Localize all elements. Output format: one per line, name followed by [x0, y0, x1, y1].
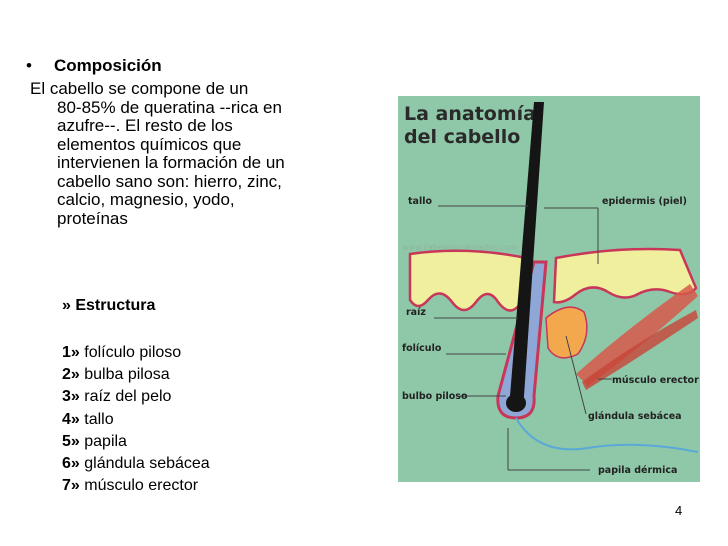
- hair-anatomy-diagram: La anatomía del cabello www.cabellosypei…: [398, 96, 700, 482]
- list-item: 2» bulba pilosa: [62, 364, 210, 386]
- label-bulbo: bulbo piloso: [402, 391, 468, 402]
- figure-title-line1: La anatomía: [404, 103, 536, 125]
- composition-title: Composición: [54, 56, 162, 75]
- structure-title: » Estructura: [62, 297, 156, 314]
- composition-line: proteínas: [57, 208, 128, 228]
- item-number: 2»: [62, 366, 80, 384]
- list-item: 3» raíz del pelo: [62, 386, 210, 408]
- leader-glandula: [565, 335, 587, 415]
- composition-line: calcio, magnesio, yodo,: [57, 190, 235, 209]
- item-label: glándula sebácea: [84, 455, 210, 473]
- list-item: 7» músculo erector: [62, 475, 210, 497]
- item-label: folículo piloso: [84, 344, 182, 361]
- item-number: 7»: [62, 477, 80, 495]
- composition-line: intervienen la formación de un: [57, 153, 285, 172]
- list-item: 1» folículo piloso: [62, 342, 210, 364]
- item-number: 3»: [62, 388, 80, 406]
- label-raiz: raíz: [406, 307, 426, 318]
- list-item: 4» tallo: [62, 409, 210, 431]
- figure-watermark: www.cabellosypeinados.com: [402, 243, 517, 252]
- label-papila: papila dérmica: [598, 465, 677, 476]
- figure-title-line2: del cabello: [404, 126, 520, 148]
- composition-line: azufre--. El resto de los: [57, 116, 233, 135]
- page-number: 4: [675, 503, 683, 518]
- composition-paragraph: El cabello se compone de un 80-85% de qu…: [30, 79, 340, 228]
- item-label: tallo: [84, 410, 114, 428]
- label-musculo: músculo erector: [612, 375, 699, 386]
- label-glandula: glándula sebácea: [588, 411, 682, 422]
- dermal-papilla-line: [515, 417, 699, 453]
- item-label: músculo erector: [84, 477, 199, 495]
- epidermis-left: [408, 249, 528, 312]
- hair-bulb: [506, 394, 526, 412]
- item-number: 6»: [62, 455, 80, 473]
- hair-anatomy-figure: La anatomía del cabello www.cabellosypei…: [398, 96, 700, 482]
- list-item: 6» glándula sebácea: [62, 453, 210, 475]
- structure-list: 1» folículo piloso 2» bulba pilosa 3» ra…: [62, 342, 210, 497]
- erector-muscle: [576, 284, 698, 386]
- sebaceous-gland: [545, 306, 588, 359]
- item-number: 4»: [62, 410, 80, 428]
- composition-line: El cabello se compone de un: [30, 79, 249, 98]
- item-label: raíz del pelo: [84, 388, 172, 406]
- item-number: 1»: [62, 344, 80, 361]
- item-label: bulba pilosa: [84, 366, 170, 384]
- item-number: 5»: [62, 432, 80, 450]
- erector-muscle-fiber: [582, 310, 698, 390]
- composition-line: 80-85% de queratina --rica en: [57, 97, 282, 117]
- label-foliculo: folículo: [402, 343, 442, 354]
- list-item: 5» papila: [62, 431, 210, 453]
- composition-line: elementos químicos que: [57, 134, 242, 154]
- bullet-marker: •: [26, 56, 32, 75]
- label-tallo: tallo: [408, 196, 432, 207]
- label-epidermis: epidermis (piel): [602, 196, 687, 207]
- composition-line: cabello sano son: hierro, zinc,: [57, 171, 282, 191]
- hair-shaft: [510, 102, 544, 410]
- epidermis-right: [552, 247, 698, 304]
- item-label: papila: [84, 432, 127, 450]
